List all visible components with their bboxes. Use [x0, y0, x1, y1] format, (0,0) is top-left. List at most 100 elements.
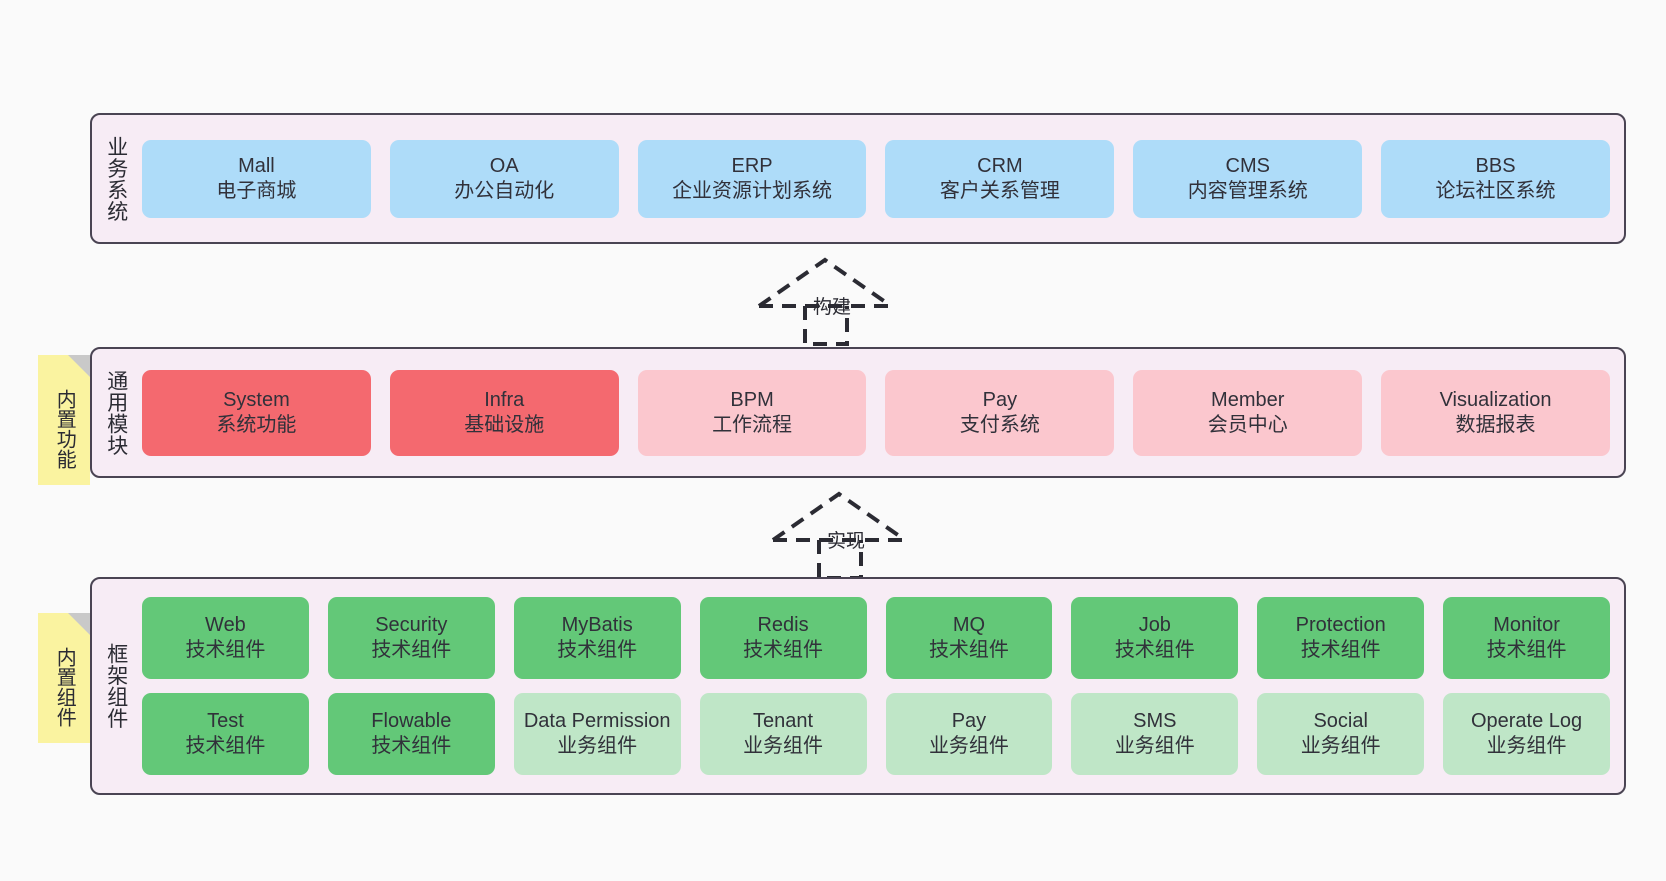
node-redis[interactable]: Redis 技术组件 — [699, 597, 867, 679]
node-bpm[interactable]: BPM 工作流程 — [637, 369, 867, 456]
node-crm[interactable]: CRM 客户关系管理 — [885, 139, 1115, 218]
node-system-en: System — [223, 388, 290, 411]
node-oa[interactable]: OA 办公自动化 — [389, 139, 619, 218]
node-tenant-en: Tenant — [753, 710, 814, 732]
sticky-note-builtin-function-label: 内置功能 — [53, 389, 76, 469]
node-sms-cn: 业务组件 — [1114, 735, 1195, 757]
node-data-permission-cn: 业务组件 — [557, 735, 638, 757]
node-infra-en: Infra — [484, 388, 525, 411]
node-cms-cn: 内容管理系统 — [1187, 179, 1308, 202]
node-oa-cn: 办公自动化 — [454, 179, 555, 202]
node-flowable[interactable]: Flowable 技术组件 — [327, 693, 495, 775]
node-pay-component-cn: 业务组件 — [928, 735, 1009, 757]
node-cms-en: CMS — [1225, 154, 1270, 177]
node-operate-log[interactable]: Operate Log 业务组件 — [1443, 693, 1610, 775]
node-web-en: Web — [205, 614, 246, 636]
node-visualization-cn: 数据报表 — [1455, 413, 1536, 436]
node-social-en: Social — [1313, 710, 1368, 732]
sticky-note-builtin-component-label: 内置组件 — [53, 647, 76, 727]
node-protection[interactable]: Protection 技术组件 — [1257, 597, 1425, 679]
layer-common-module-body: System 系统功能 Infra 基础设施 BPM 工作流程 Pay 支付系统… — [140, 349, 1624, 476]
layer-common-module-title: 通用模块 — [104, 369, 128, 456]
connector-implement: 实现 — [771, 491, 921, 580]
node-redis-en: Redis — [757, 614, 809, 636]
node-pay-module[interactable]: Pay 支付系统 — [885, 369, 1115, 456]
node-data-permission-en: Data Permission — [523, 710, 671, 732]
node-job[interactable]: Job 技术组件 — [1071, 597, 1239, 679]
node-cms[interactable]: CMS 内容管理系统 — [1133, 139, 1363, 218]
node-monitor-cn: 技术组件 — [1486, 639, 1567, 661]
node-sms-en: SMS — [1133, 710, 1177, 732]
node-flowable-en: Flowable — [371, 710, 452, 732]
node-erp[interactable]: ERP 企业资源计划系统 — [637, 139, 867, 218]
node-bbs[interactable]: BBS 论坛社区系统 — [1381, 139, 1610, 218]
framework-business-row: Test 技术组件 Flowable 技术组件 Data Permission … — [142, 693, 1610, 775]
node-pay-component[interactable]: Pay 业务组件 — [885, 693, 1053, 775]
business-system-row: Mall 电子商城 OA 办公自动化 ERP 企业资源计划系统 CRM 客户关系… — [142, 139, 1610, 218]
connector-build-label: 构建 — [813, 297, 852, 318]
node-infra[interactable]: Infra 基础设施 — [389, 369, 619, 456]
node-mall-cn: 电子商城 — [216, 179, 297, 202]
node-monitor[interactable]: Monitor 技术组件 — [1443, 597, 1610, 679]
node-test-en: Test — [207, 710, 244, 732]
node-sms[interactable]: SMS 业务组件 — [1071, 693, 1239, 775]
node-mybatis[interactable]: MyBatis 技术组件 — [513, 597, 681, 679]
layer-common-module: 通用模块 System 系统功能 Infra 基础设施 BPM 工作流程 Pay… — [90, 347, 1626, 478]
node-oa-en: OA — [489, 154, 519, 177]
framework-tech-row: Web 技术组件 Security 技术组件 MyBatis 技术组件 Redi… — [142, 597, 1610, 679]
node-visualization[interactable]: Visualization 数据报表 — [1381, 369, 1610, 456]
node-tenant-cn: 业务组件 — [743, 735, 824, 757]
node-system[interactable]: System 系统功能 — [142, 369, 371, 456]
node-member[interactable]: Member 会员中心 — [1133, 369, 1363, 456]
node-test-cn: 技术组件 — [185, 735, 266, 757]
node-bpm-cn: 工作流程 — [712, 413, 793, 436]
node-job-en: Job — [1138, 614, 1171, 636]
node-member-cn: 会员中心 — [1207, 413, 1288, 436]
layer-framework-component-title: 框架组件 — [104, 643, 128, 729]
node-protection-en: Protection — [1295, 614, 1386, 636]
layer-framework-component: 框架组件 Web 技术组件 Security 技术组件 MyBatis 技术组件… — [90, 577, 1626, 795]
layer-framework-component-body: Web 技术组件 Security 技术组件 MyBatis 技术组件 Redi… — [140, 579, 1624, 793]
node-tenant[interactable]: Tenant 业务组件 — [699, 693, 867, 775]
node-flowable-cn: 技术组件 — [371, 735, 452, 757]
node-pay-component-en: Pay — [951, 710, 987, 732]
node-monitor-en: Monitor — [1493, 614, 1560, 636]
connector-build-glyph — [757, 257, 893, 346]
node-erp-en: ERP — [731, 154, 773, 177]
node-bbs-en: BBS — [1475, 154, 1516, 177]
node-crm-en: CRM — [977, 154, 1023, 177]
node-social-cn: 业务组件 — [1300, 735, 1381, 757]
layer-business-system-title: 业务系统 — [104, 135, 128, 222]
node-job-cn: 技术组件 — [1114, 639, 1195, 661]
node-mall[interactable]: Mall 电子商城 — [142, 139, 371, 218]
node-mall-en: Mall — [238, 154, 275, 177]
node-system-cn: 系统功能 — [216, 413, 297, 436]
node-data-permission[interactable]: Data Permission 业务组件 — [513, 693, 681, 775]
node-operate-log-cn: 业务组件 — [1486, 735, 1567, 757]
node-security-cn: 技术组件 — [371, 639, 452, 661]
node-security[interactable]: Security 技术组件 — [327, 597, 495, 679]
node-social[interactable]: Social 业务组件 — [1257, 693, 1425, 775]
node-crm-cn: 客户关系管理 — [939, 179, 1060, 202]
node-infra-cn: 基础设施 — [464, 413, 545, 436]
node-test[interactable]: Test 技术组件 — [142, 693, 309, 775]
connector-implement-label: 实现 — [827, 531, 866, 552]
node-security-en: Security — [375, 614, 448, 636]
node-mq-en: MQ — [952, 614, 986, 636]
node-member-en: Member — [1211, 388, 1285, 411]
node-bpm-en: BPM — [730, 388, 774, 411]
node-mq[interactable]: MQ 技术组件 — [885, 597, 1053, 679]
node-pay-module-en: Pay — [982, 388, 1018, 411]
connector-build: 构建 — [757, 257, 907, 346]
node-pay-module-cn: 支付系统 — [959, 413, 1040, 436]
node-redis-cn: 技术组件 — [743, 639, 824, 661]
node-web[interactable]: Web 技术组件 — [142, 597, 309, 679]
node-protection-cn: 技术组件 — [1300, 639, 1381, 661]
node-visualization-en: Visualization — [1439, 388, 1552, 411]
layer-business-system: 业务系统 Mall 电子商城 OA 办公自动化 ERP 企业资源计划系统 CRM… — [90, 113, 1626, 244]
common-module-row: System 系统功能 Infra 基础设施 BPM 工作流程 Pay 支付系统… — [142, 369, 1610, 456]
node-mybatis-cn: 技术组件 — [557, 639, 638, 661]
node-erp-cn: 企业资源计划系统 — [672, 179, 833, 202]
node-mq-cn: 技术组件 — [928, 639, 1009, 661]
